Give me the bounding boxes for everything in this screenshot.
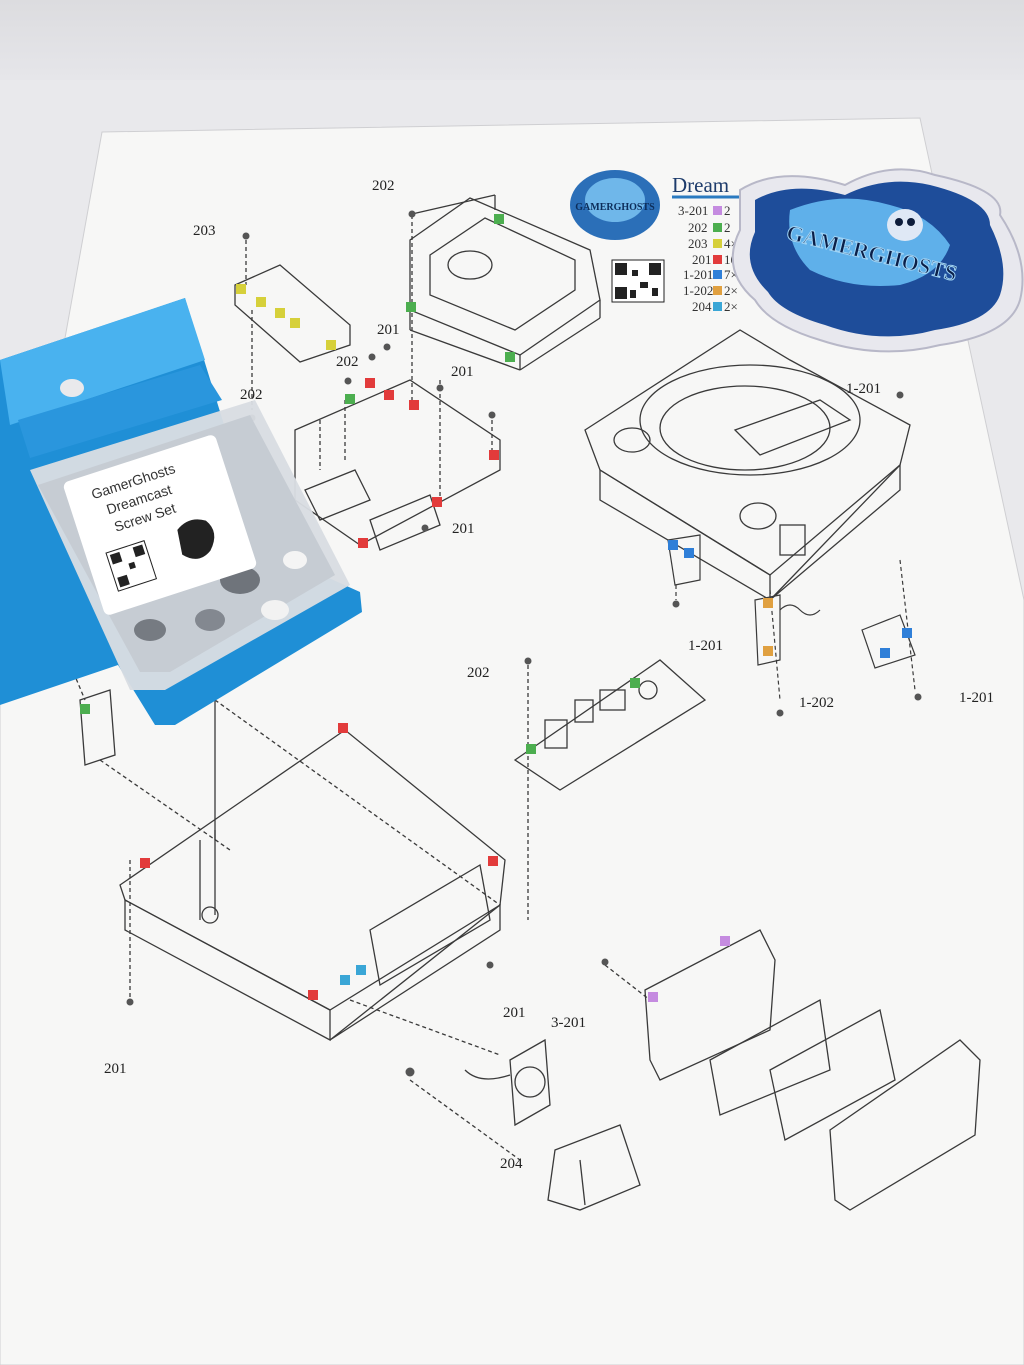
- svg-text:2×: 2×: [724, 283, 738, 298]
- svg-text:202: 202: [372, 178, 395, 194]
- svg-text:202: 202: [688, 220, 708, 235]
- brand-logo: GAMERGHOSTS: [570, 170, 660, 240]
- svg-text:1-201: 1-201: [846, 381, 881, 397]
- switch-parts-drawing: [667, 534, 916, 701]
- pouch-label: GamerGhosts Dreamcast Screw Set: [63, 435, 257, 615]
- svg-text:201: 201: [104, 1061, 127, 1077]
- svg-text:2: 2: [724, 203, 731, 218]
- svg-text:202: 202: [240, 387, 263, 403]
- fan-shroud-drawing: [547, 1124, 641, 1211]
- svg-text:201: 201: [692, 252, 712, 267]
- diagram-title: Dream: [672, 173, 729, 197]
- svg-text:1-201: 1-201: [959, 690, 994, 706]
- svg-text:1-202: 1-202: [683, 283, 713, 298]
- power-supply-drawing: [513, 659, 707, 920]
- svg-text:201: 201: [503, 1005, 526, 1021]
- fan-drawing: [349, 999, 551, 1161]
- svg-text:204: 204: [692, 299, 712, 314]
- gamerghosts-sticker: GAMERGHOSTS: [731, 168, 1024, 353]
- svg-text:202: 202: [467, 665, 490, 681]
- svg-text:201: 201: [452, 521, 475, 537]
- bracket-203-drawing: [234, 240, 351, 410]
- svg-text:204: 204: [500, 1156, 523, 1172]
- svg-text:201: 201: [451, 364, 474, 380]
- svg-text:2×: 2×: [724, 299, 738, 314]
- svg-text:203: 203: [193, 223, 216, 239]
- front-panel-drawing: [604, 929, 981, 1211]
- svg-text:202: 202: [336, 354, 359, 370]
- part-labels: 202 203 201 202 201 202 201 202 1-201 1-…: [33, 178, 994, 1172]
- ghost-logo: [177, 519, 215, 559]
- screw-legend: 3-201 2 202 2 203 4× 201 10× 1-201 7× 1-…: [678, 203, 744, 314]
- color-markers: [80, 214, 912, 1002]
- background-wall: [0, 0, 1024, 80]
- top-case-drawing: [584, 329, 911, 602]
- qr-code: [611, 259, 665, 303]
- gdrom-drive-drawing: [409, 194, 601, 400]
- svg-text:1-201: 1-201: [683, 267, 713, 282]
- svg-text:3-201: 3-201: [678, 203, 708, 218]
- screw-markers: [126, 210, 922, 1077]
- svg-text:3-201: 3-201: [551, 1015, 586, 1031]
- screw-pouch: GamerGhosts Dreamcast Screw Set: [0, 298, 362, 725]
- svg-text:1-201: 1-201: [688, 638, 723, 654]
- brand-mark-text: GAMERGHOSTS: [575, 202, 655, 213]
- svg-text:201: 201: [377, 322, 400, 338]
- hang-hole: [60, 379, 84, 397]
- svg-text:2: 2: [724, 220, 731, 235]
- svg-text:1-202: 1-202: [799, 695, 834, 711]
- svg-text:203: 203: [688, 236, 708, 251]
